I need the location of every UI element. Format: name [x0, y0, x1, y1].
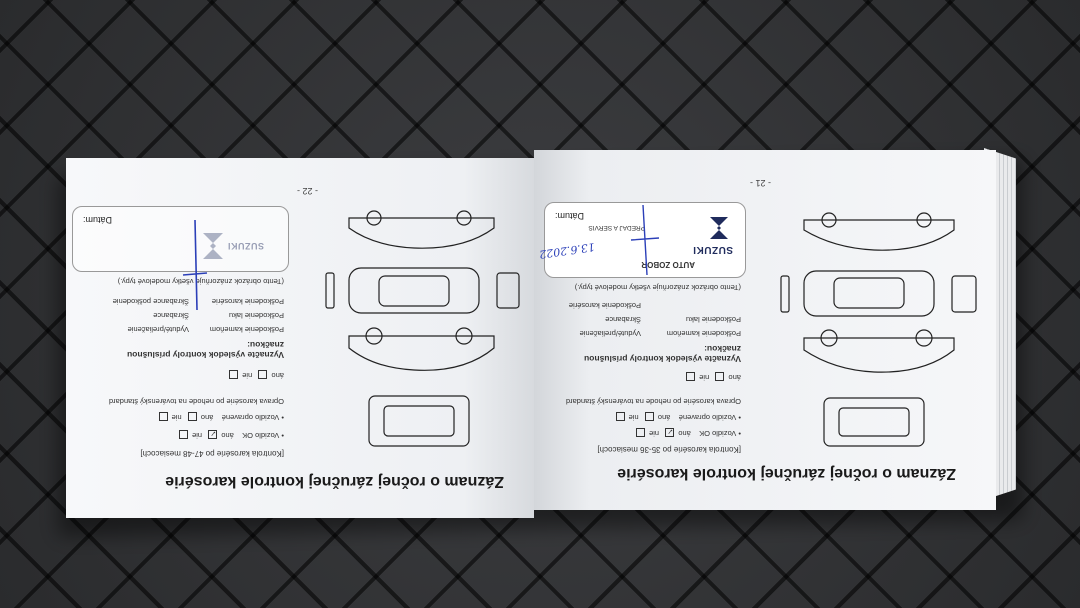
- right-legend-3: Poškodenie laku: [685, 315, 741, 324]
- right-car-plan-view: [803, 270, 935, 317]
- right-no-label-2: nie: [628, 413, 639, 422]
- left-legend-3: Poškodenie laku: [228, 311, 284, 320]
- right-car-diagrams: [780, 212, 977, 447]
- left-check-ok-row: • Vozidlo OK áno✓ nie: [179, 429, 284, 440]
- left-car-top-view: [368, 395, 470, 447]
- left-yes-label-3: áno: [271, 371, 284, 380]
- right-repaired-no-box[interactable]: [615, 412, 625, 422]
- right-ok-no-box[interactable]: [636, 428, 646, 438]
- left-repair-method-answers: áno nie: [229, 370, 284, 380]
- right-check-ok: Vozidlo OK: [699, 429, 737, 438]
- left-no-label-2: nie: [171, 413, 182, 422]
- left-car-side-view-2: [348, 217, 495, 249]
- right-yes-label: áno: [678, 429, 691, 438]
- right-dealer-stamp-box: Dátum: SUZUKI AUTO ZOBOR PREDAJ A SERVIS…: [538, 202, 746, 278]
- left-mark-results: Vyznačte výsledok kontroly príslušnou zn…: [127, 340, 284, 360]
- left-check-ok: Vozidlo OK: [242, 431, 280, 440]
- left-yes-label: áno: [221, 431, 234, 440]
- right-mark-results: Vyznačte výsledok kontroly príslušnou zn…: [584, 344, 741, 364]
- left-repair-method: Oprava karosérie po nehode na továrenský…: [108, 397, 284, 406]
- left-check-repaired: Vozidlo opravené: [221, 413, 280, 422]
- left-suzuki-logo: SUZUKI: [227, 241, 265, 251]
- left-no-label: nie: [192, 431, 203, 440]
- right-page-content: - 21 - Záznam o ročnej záručnej kontrole…: [534, 150, 996, 510]
- right-method-no-box[interactable]: [686, 372, 696, 382]
- right-note: (Tento obrázok znázorňuje všetky modelov…: [574, 283, 741, 292]
- left-car-plan-view: [348, 267, 480, 314]
- right-check-repaired-row: • Vozidlo opravené áno nie: [615, 412, 741, 422]
- left-car-front-view: [496, 272, 520, 309]
- right-suzuki-s-icon: [710, 217, 728, 239]
- left-page-number: - 22 -: [296, 186, 318, 196]
- right-legend-5: Poškodenie karosérie: [568, 301, 641, 310]
- right-legend-2: Vyduté/preliačenie: [579, 329, 641, 338]
- left-legend-5: Poškodenie karosérie: [211, 297, 284, 306]
- left-page: - 22 - Záznam o ročnej záručnej kontrole…: [66, 158, 534, 518]
- right-method-yes-box[interactable]: [715, 372, 725, 382]
- right-yes-label-2: áno: [657, 413, 671, 422]
- right-car-front-view: [951, 275, 977, 313]
- right-car-top-view: [823, 397, 925, 447]
- right-repaired-yes-box[interactable]: [644, 412, 654, 422]
- left-subtitle: [Kontrola karosérie po 47-48 mesiacoch]: [140, 449, 284, 458]
- left-signature-stroke: [182, 219, 208, 311]
- left-repaired-yes-box[interactable]: [187, 412, 197, 422]
- left-method-no-box[interactable]: [229, 370, 239, 380]
- left-date-label: Dátum:: [83, 215, 113, 225]
- right-check-ok-row: • Vozidlo OK áno✓ nie: [636, 427, 741, 438]
- right-legend-1: Poškodenie kameňom: [666, 329, 741, 338]
- left-ok-yes-box[interactable]: ✓: [208, 429, 218, 440]
- right-page-number: - 21 -: [749, 178, 771, 188]
- left-legend-2: Vyduté/preliačenie: [127, 325, 189, 334]
- right-subtitle: [Kontrola karosérie po 35-36 mesiacoch]: [597, 445, 741, 454]
- right-legend-4: Škrabance: [605, 315, 641, 324]
- right-car-rear-view: [780, 275, 790, 313]
- right-check-repaired: Vozidlo opravené: [678, 413, 737, 422]
- right-suzuki-logo: SUZUKI: [692, 244, 733, 255]
- right-repair-method: Oprava karosérie po nehode na továrenský…: [565, 397, 741, 406]
- right-handwritten-date: 13.6.2022: [538, 240, 596, 261]
- left-car-side-view-1: [348, 335, 495, 371]
- right-date-label: Dátum:: [555, 211, 585, 221]
- left-suzuki-s-icon: [203, 233, 223, 259]
- left-check-repaired-row: • Vozidlo opravené áno nie: [158, 412, 284, 422]
- right-ok-yes-box[interactable]: ✓: [665, 427, 675, 438]
- right-page-title: Záznam o ročnej záručnej kontrole karosé…: [617, 465, 956, 482]
- left-car-diagrams: [325, 210, 520, 447]
- left-method-yes-box[interactable]: [258, 370, 268, 380]
- left-yes-label-2: áno: [200, 413, 214, 422]
- right-car-side-view-1: [803, 337, 955, 373]
- left-legend-1: Poškodenie kameňom: [209, 325, 284, 334]
- left-ok-no-box[interactable]: [179, 430, 189, 440]
- left-page-title: Záznam o ročnej záručnej kontrole karosé…: [165, 473, 504, 490]
- left-car-rear-view: [325, 272, 335, 309]
- right-car-side-view-2: [803, 219, 955, 251]
- right-no-label: nie: [649, 429, 660, 438]
- right-page: - 21 - Záznam o ročnej záručnej kontrole…: [534, 150, 996, 510]
- right-no-label-3: nie: [699, 373, 710, 382]
- left-dealer-stamp-box: Dátum: SUZUKI: [72, 206, 289, 272]
- left-repaired-no-box[interactable]: [158, 412, 168, 422]
- right-repair-method-answers: áno nie: [686, 372, 741, 382]
- left-no-label-3: nie: [242, 371, 253, 380]
- left-page-content: - 22 - Záznam o ročnej záručnej kontrole…: [66, 158, 534, 518]
- right-yes-label-3: áno: [728, 373, 741, 382]
- right-signature-stroke: [630, 204, 660, 276]
